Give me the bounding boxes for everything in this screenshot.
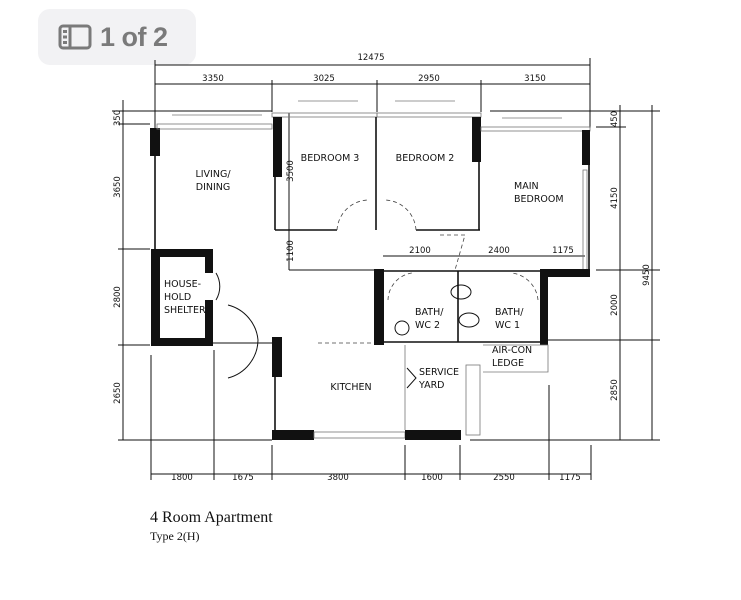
room-label: DINING [196, 182, 231, 193]
room-label: SERVICE [419, 367, 459, 378]
room-main-bedroom: MAIN BEDROOM [514, 181, 564, 205]
room-label: BATH/ [415, 307, 444, 318]
dim-bath: 2100 [409, 246, 431, 256]
dim-left: 3650 [113, 176, 123, 198]
dim-right: 2000 [610, 294, 620, 316]
room-label: WC 1 [495, 320, 520, 331]
room-label: AIR-CON [492, 345, 532, 356]
room-label: MAIN [514, 181, 539, 192]
dim-bottom: 3800 [327, 473, 349, 483]
dim-bottom: 1675 [232, 473, 254, 483]
room-service-yard: SERVICE YARD [418, 367, 459, 391]
room-label: LIVING/ [195, 169, 231, 180]
walls [150, 100, 591, 440]
room-label: SHELTER [164, 305, 206, 316]
dim-top: 3350 [202, 74, 224, 84]
page-indicator[interactable]: 1 of 2 [38, 9, 196, 65]
page-indicator-text: 1 of 2 [100, 21, 168, 52]
dim-overall-height: 9450 [642, 264, 652, 286]
dim-bottom: 1600 [421, 473, 443, 483]
dim-bottom: 2550 [493, 473, 515, 483]
dimension-lines [112, 58, 660, 480]
plan-title: 4 Room Apartment [150, 509, 273, 526]
dim-bath: 2400 [488, 246, 510, 256]
room-label: HOLD [164, 292, 191, 303]
room-label: YARD [418, 380, 444, 391]
dim-right: 450 [610, 111, 620, 127]
room-label: HOUSE- [164, 279, 201, 290]
room-label: BEDROOM [514, 194, 564, 205]
room-bedroom-2: BEDROOM 2 [396, 153, 455, 164]
dim-top: 3150 [524, 74, 546, 84]
dim-bath: 1175 [552, 246, 574, 256]
dim-bedroom3-depth: 3500 [286, 160, 296, 182]
room-bath-wc-1: BATH/ WC 1 [495, 307, 524, 331]
dim-bottom: 1800 [171, 473, 193, 483]
dim-left: 2800 [113, 286, 123, 308]
dim-right: 4150 [610, 187, 620, 209]
room-bath-wc-2: BATH/ WC 2 [415, 307, 444, 331]
dim-left: 350 [113, 110, 123, 126]
dim-corridor: 1100 [286, 240, 296, 262]
dim-bottom: 1175 [559, 473, 581, 483]
room-label: LEDGE [492, 358, 524, 369]
room-label: WC 2 [415, 320, 440, 331]
dim-top: 2950 [418, 74, 440, 84]
room-kitchen: KITCHEN [330, 382, 371, 393]
plan-subtitle: Type 2(H) [150, 529, 199, 543]
dim-top: 3025 [313, 74, 335, 84]
room-label: BATH/ [495, 307, 524, 318]
sidebar-icon [58, 24, 92, 50]
room-aircon-ledge: AIR-CON LEDGE [492, 345, 532, 369]
dim-overall-width: 12475 [357, 53, 384, 63]
room-bedroom-3: BEDROOM 3 [301, 153, 360, 164]
room-household-shelter: HOUSE- HOLD SHELTER [164, 279, 206, 316]
dim-left: 2650 [113, 382, 123, 404]
dim-right: 2850 [610, 379, 620, 401]
room-living-dining: LIVING/ DINING [195, 169, 231, 193]
